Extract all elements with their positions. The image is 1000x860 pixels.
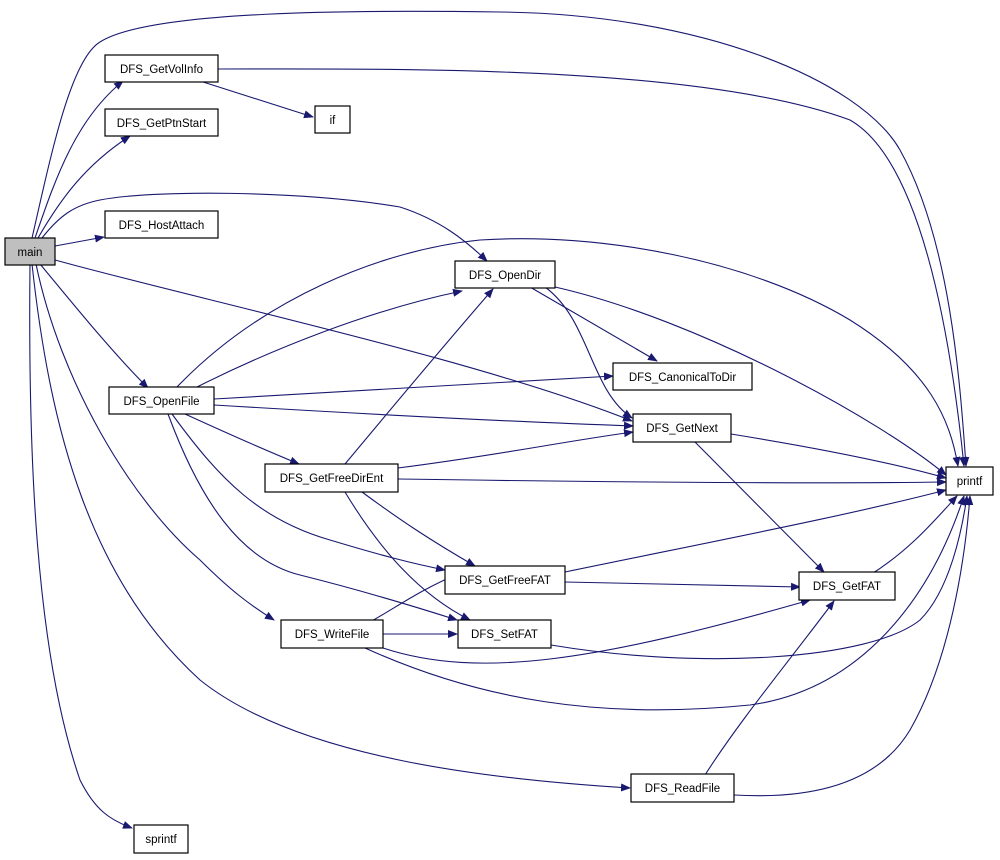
edge-main-getptnstart: [37, 135, 131, 239]
edge-openfile-getfreefat: [171, 413, 446, 573]
node-openfile[interactable]: DFS_OpenFile: [108, 386, 215, 415]
node-readfile[interactable]: DFS_ReadFile: [630, 773, 735, 803]
node-if[interactable]: if: [314, 105, 351, 134]
edge-main-opendir: [41, 192, 488, 262]
edge-getfreedirent-opendir: [344, 288, 494, 465]
node-main[interactable]: main: [4, 237, 56, 266]
node-label: if: [330, 115, 337, 127]
edge-getfreedirent-setfat: [344, 491, 471, 621]
node-opendir[interactable]: DFS_OpenDir: [454, 260, 556, 289]
edge-getvolinfo-if: [199, 80, 314, 119]
node-hostattach[interactable]: DFS_HostAttach: [104, 210, 219, 239]
node-label: DFS_WriteFile: [295, 629, 370, 641]
edge-opendir-canonicaltodir: [529, 286, 658, 362]
node-label: DFS_GetFreeDirEnt: [280, 473, 384, 485]
node-label: DFS_OpenDir: [469, 270, 541, 282]
edge-getfreedirent-printf: [397, 478, 947, 487]
node-label: DFS_SetFAT: [471, 629, 538, 641]
node-getfreefat[interactable]: DFS_GetFreeFAT: [444, 565, 566, 595]
node-label: DFS_GetNext: [646, 423, 718, 435]
edge-writefile-getfat: [382, 598, 811, 664]
node-canonicaltodir[interactable]: DFS_CanonicalToDir: [612, 362, 753, 391]
node-label: sprintf: [145, 834, 177, 846]
node-getfreedirent[interactable]: DFS_GetFreeDirEnt: [264, 463, 399, 493]
node-writefile[interactable]: DFS_WriteFile: [280, 619, 384, 649]
node-getnext[interactable]: DFS_GetNext: [632, 413, 732, 443]
node-setfat[interactable]: DFS_SetFAT: [457, 619, 552, 649]
node-label: DFS_GetFAT: [813, 581, 881, 593]
node-sprintf[interactable]: sprintf: [133, 824, 189, 854]
edge-opendir-getnext: [544, 286, 633, 419]
edge-getnext-printf: [730, 433, 947, 480]
edge-openfile-opendir: [194, 288, 463, 389]
node-label: DFS_GetVolInfo: [120, 64, 203, 76]
edge-openfile-printf: [175, 238, 961, 467]
edge-getvolinfo-printf: [217, 68, 968, 467]
edge-getfreedirent-getnext: [397, 429, 634, 469]
edge-opendir-printf: [554, 286, 947, 476]
node-printf[interactable]: printf: [945, 466, 994, 496]
node-label: DFS_HostAttach: [119, 220, 205, 232]
edge-main-getvolinfo: [34, 80, 124, 239]
node-getptnstart[interactable]: DFS_GetPtnStart: [104, 108, 219, 137]
edge-openfile-getnext: [213, 404, 634, 430]
nodes: main DFS_GetVolInfo DFS_GetPtnStart DFS_…: [4, 54, 994, 854]
node-label: DFS_OpenFile: [123, 396, 199, 408]
node-label: DFS_GetPtnStart: [117, 118, 207, 130]
node-label: DFS_GetFreeFAT: [459, 575, 551, 587]
edge-setfat-printf: [550, 495, 970, 660]
edge-main-printf: [31, 10, 970, 467]
node-label: DFS_ReadFile: [645, 783, 720, 795]
edge-openfile-setfat: [167, 413, 458, 622]
edge-main-getnext: [54, 259, 633, 422]
edge-getfreefat-printf: [564, 488, 947, 573]
edge-main-openfile: [39, 263, 149, 389]
edge-main-sprintf: [29, 263, 133, 829]
edge-getnext-getfat: [694, 441, 825, 573]
edge-openfile-canonicaltodir: [213, 372, 614, 400]
node-label: main: [18, 247, 43, 259]
edge-getfreefat-getfat: [564, 581, 801, 591]
edge-getfreedirent-getfreefat: [361, 491, 476, 567]
edge-readfile-printf: [733, 495, 974, 797]
edge-readfile-getfat: [704, 600, 835, 776]
node-getvolinfo[interactable]: DFS_GetVolInfo: [104, 54, 219, 83]
node-getfat[interactable]: DFS_GetFAT: [798, 571, 896, 601]
edge-getfat-printf: [869, 495, 958, 576]
edge-writefile-printf: [364, 495, 966, 711]
edge-main-writefile: [35, 263, 275, 621]
node-label: DFS_CanonicalToDir: [629, 372, 737, 384]
edge-main-readfile: [31, 263, 631, 792]
edges: [29, 10, 974, 829]
node-label: printf: [957, 476, 983, 488]
edge-main-hostattach: [54, 234, 105, 247]
edge-openfile-getfreedirent: [184, 413, 300, 465]
